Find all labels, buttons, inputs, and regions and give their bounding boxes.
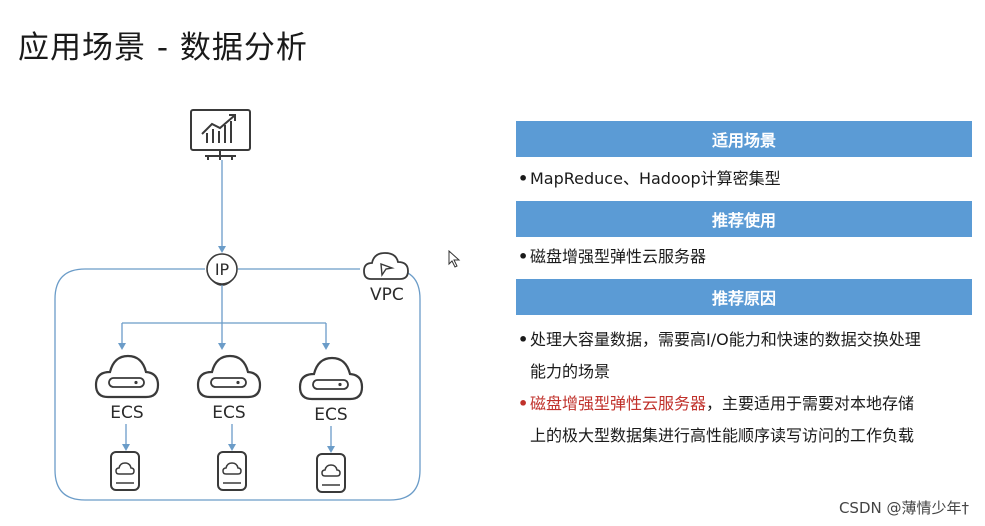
section-header-recommendation: 推荐使用 xyxy=(516,201,972,237)
analytics-monitor-icon xyxy=(190,109,251,160)
local-disk-icon xyxy=(316,453,346,493)
bullet: • xyxy=(518,169,529,188)
ecs-server-icon xyxy=(298,356,364,401)
vpc-boundary xyxy=(54,268,421,501)
ecs-label: ECS xyxy=(212,403,245,423)
arrow-head xyxy=(218,246,226,253)
bullet: • xyxy=(518,330,529,349)
ip-node: IP xyxy=(206,253,238,286)
watermark: CSDN @薄情少年† xyxy=(838,499,969,517)
vpc-cloud-icon xyxy=(363,252,409,280)
reason-item-2: •磁盘增强型弹性云服务器，主要适用于需要对本地存储 上的极大型数据集进行高性能顺… xyxy=(518,388,914,452)
distribution-connectors xyxy=(121,285,327,345)
page-title: 应用场景 - 数据分析 xyxy=(18,30,308,66)
reason-1-line1: 处理大容量数据，需要高I/O能力和快速的数据交换处理 xyxy=(530,330,921,349)
scenario-item: •MapReduce、Hadoop计算密集型 xyxy=(518,163,781,195)
reason-item-1: •处理大容量数据，需要高I/O能力和快速的数据交换处理 能力的场景 xyxy=(518,324,921,388)
reason-2-line1-rest: ，主要适用于需要对本地存储 xyxy=(706,394,915,413)
reason-2-highlight: 磁盘增强型弹性云服务器 xyxy=(530,394,707,413)
ecs-disk-connectors xyxy=(125,424,332,448)
local-disk-icon xyxy=(217,451,247,491)
arrow-heads xyxy=(122,444,335,453)
ecs-label: ECS xyxy=(110,403,143,423)
ecs-server-icon xyxy=(196,354,262,399)
recommendation-text: 磁盘增强型弹性云服务器 xyxy=(530,247,707,266)
section-header-scenario: 适用场景 xyxy=(516,121,972,157)
arrow-heads xyxy=(118,343,330,350)
vpc-label: VPC xyxy=(370,285,404,305)
ecs-label: ECS xyxy=(314,405,347,425)
local-disk-icon xyxy=(110,451,140,491)
scenario-text: MapReduce、Hadoop计算密集型 xyxy=(530,169,781,188)
bullet: • xyxy=(518,247,529,266)
reason-2-line2: 上的极大型数据集进行高性能顺序读写访问的工作负载 xyxy=(530,426,915,445)
bullet: • xyxy=(518,394,529,413)
section-header-reason: 推荐原因 xyxy=(516,279,972,315)
ecs-server-icon xyxy=(94,354,160,399)
reason-1-line2: 能力的场景 xyxy=(530,362,611,381)
mouse-cursor-icon xyxy=(448,250,461,268)
ip-label: IP xyxy=(215,260,230,279)
recommendation-item: •磁盘增强型弹性云服务器 xyxy=(518,241,706,273)
